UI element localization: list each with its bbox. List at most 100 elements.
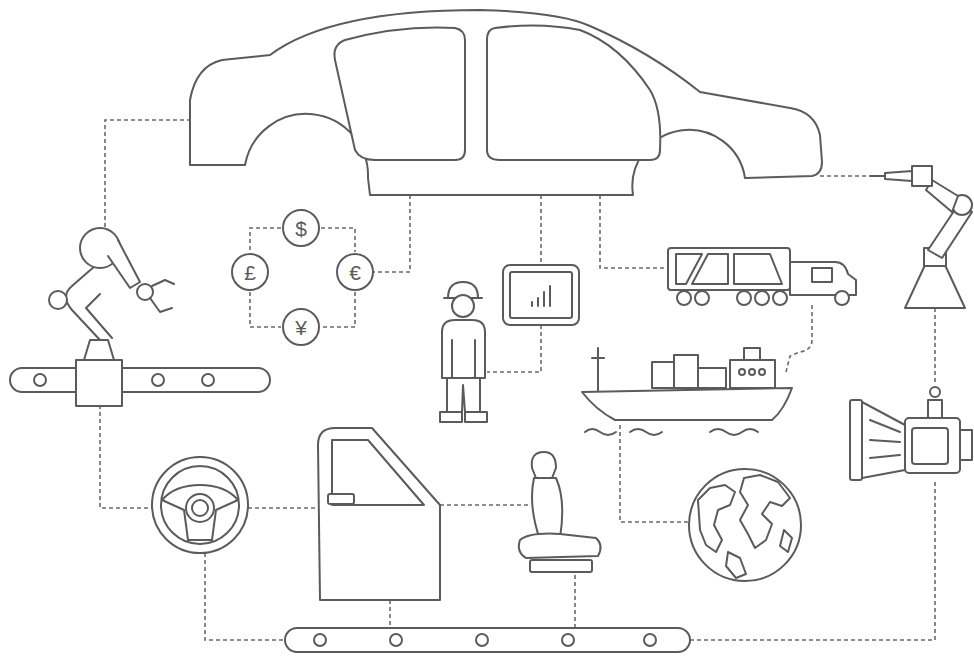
car-body-part: [487, 25, 660, 160]
gearbox-part: [928, 400, 942, 418]
globe-part: [780, 530, 792, 552]
circle-outline-shape: [337, 254, 373, 290]
truck-part: [790, 262, 856, 295]
gearbox: [850, 387, 972, 480]
dashed-wire-part: [600, 195, 668, 268]
car-body-part: [334, 28, 465, 161]
dashed-connector: [321, 292, 355, 327]
steering-wheel-part: [192, 500, 208, 516]
currency-symbol: £: [244, 262, 256, 283]
dashed-wire-part: [540, 195, 542, 265]
tablet-chart-part: [510, 272, 572, 318]
truck-part: [755, 291, 769, 305]
truck-part: [668, 248, 790, 290]
robot-arm-part: [86, 294, 112, 338]
car-seat-part: [532, 478, 562, 540]
robot-arm-part: [152, 374, 164, 386]
robot-arm-part: [49, 291, 67, 309]
worker-figure-part: [452, 295, 474, 317]
robot-drill-part: [905, 265, 965, 308]
dashed-wire-part: [620, 425, 690, 522]
dashed-connector: [321, 228, 355, 252]
worker-figure-part: [440, 412, 487, 422]
truck-part: [812, 268, 832, 282]
truck: [668, 248, 856, 305]
currency-symbol: $: [295, 218, 307, 239]
gearbox-part: [862, 402, 905, 478]
dashed-connector: [250, 228, 281, 252]
robot-arm-part: [150, 298, 172, 312]
gearbox-part: [905, 418, 960, 473]
steering-wheel-part: [186, 494, 214, 522]
tablet-chart-part: [532, 286, 550, 306]
conveyor-belt-part: [644, 634, 656, 646]
car-door-part: [328, 494, 354, 504]
dashed-wire-part: [373, 195, 410, 272]
truck-part: [835, 291, 849, 305]
gearbox-part: [912, 428, 948, 464]
car-seat-part: [532, 452, 556, 478]
currency-circle: ¥: [281, 307, 321, 347]
cargo-ship-part: [652, 362, 674, 388]
currency-circle: $: [281, 208, 321, 248]
circle-outline-shape: [232, 254, 268, 290]
car-door: [318, 428, 440, 600]
cargo-ship-part: [730, 360, 775, 388]
robot-arm-part: [76, 360, 122, 406]
truck-part: [676, 254, 782, 284]
conveyor-belt-part: [314, 634, 326, 646]
cargo-ship-part: [592, 348, 604, 395]
conveyor-belt-part: [285, 628, 690, 652]
dashed-wire-part: [205, 553, 285, 640]
robot-drill: [870, 166, 972, 308]
circle-outline-shape: [283, 309, 319, 345]
robot-arm-part: [202, 374, 214, 386]
worker-figure-part: [442, 320, 485, 378]
tablet-chart-part: [503, 265, 579, 325]
car-seat-part: [519, 534, 601, 558]
worker-figure-part: [447, 378, 480, 412]
cargo-ship-part: [674, 355, 698, 388]
robot-arm-part: [152, 280, 174, 286]
steering-wheel-part: [162, 485, 238, 540]
cargo-ship-part: [585, 429, 758, 435]
robot-arm-part: [34, 374, 46, 386]
steering-wheel-part: [161, 466, 239, 544]
robot-arm-part: [108, 240, 140, 288]
cargo-ship-part: [749, 369, 755, 375]
car-seat-part: [530, 560, 592, 572]
cargo-ship-part: [582, 388, 792, 420]
conveyor-belt-part: [562, 634, 574, 646]
dashed-connector: [250, 292, 281, 327]
gearbox-part: [850, 400, 862, 480]
conveyor-belt: [285, 628, 690, 652]
tablet-chart: [503, 265, 579, 325]
dashed-wire-part: [389, 600, 391, 628]
dashed-wire-part: [934, 308, 936, 385]
robot-drill-part: [912, 166, 932, 186]
cargo-ship-part: [698, 368, 726, 388]
car-door-part: [318, 428, 440, 600]
globe-part: [726, 552, 746, 578]
gearbox-part: [930, 387, 940, 397]
dashed-wire-part: [820, 175, 868, 177]
dashed-wire-part: [487, 325, 541, 372]
cargo-ship-part: [759, 369, 765, 375]
worker-figure-part: [452, 340, 475, 378]
currency-circle: £: [230, 252, 270, 292]
cargo-ship-part: [744, 348, 760, 360]
car-seat: [519, 452, 601, 572]
currency-circle: €: [335, 252, 375, 292]
conveyor-belt-part: [476, 634, 488, 646]
robot-arm-part: [10, 368, 270, 392]
car-body: [190, 10, 822, 195]
globe: [689, 469, 801, 581]
robot-drill-part: [885, 171, 912, 181]
cargo-ship-part: [739, 369, 745, 375]
truck-part: [677, 291, 691, 305]
conveyor-belt-part: [390, 634, 402, 646]
steering-wheel: [152, 457, 248, 553]
